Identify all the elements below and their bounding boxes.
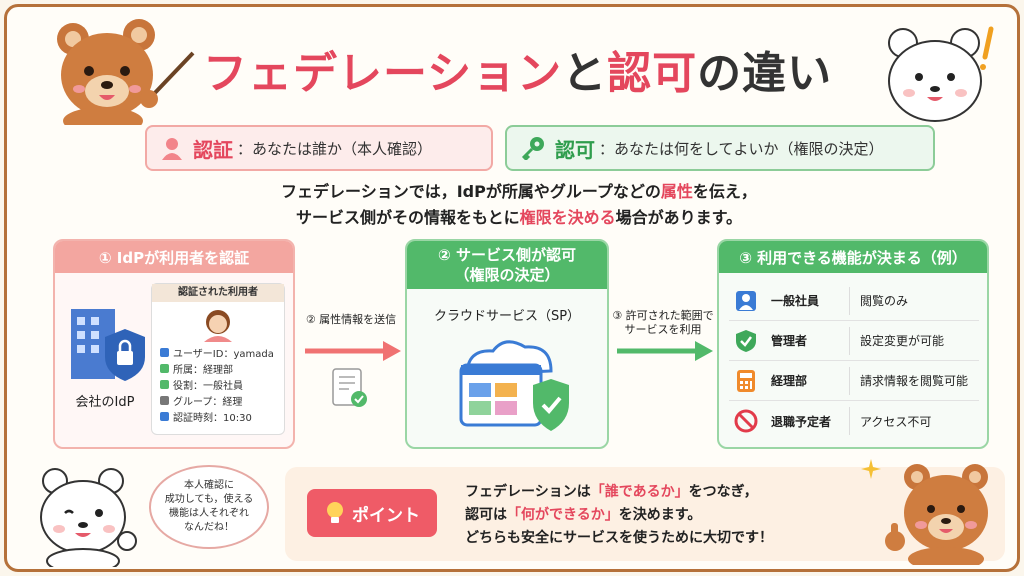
role-label: 管理者 [771, 334, 808, 348]
page-frame: フェデレーションと認可の違い 認証 ：あなたは誰か（本人確認） 認可 ：あなたは… [4, 4, 1020, 572]
sparkle-icon [861, 459, 881, 479]
idp-label: 会社のIdP [75, 395, 135, 410]
user-field-list: ユーザーID：yamada 所属：経理部 役割：一般社員 グループ：経理 認証時… [152, 344, 284, 424]
authz-keyword: 認可 [555, 137, 595, 162]
permission-label: 閲覧のみ [860, 294, 909, 308]
point-label: ポイント [307, 489, 437, 537]
building-icon [71, 309, 145, 381]
speech-bubble: 本人確認に成功しても，使える 機能は人それぞれなんだね！ [149, 465, 269, 549]
person-icon [736, 290, 756, 311]
role-label: 退職予定者 [771, 414, 832, 429]
step2-panel: ② サービス側が認可（権限の決定） クラウドサービス（SP） [405, 239, 609, 449]
arrow-right-icon [305, 341, 401, 361]
cloud-service-icon [459, 340, 569, 431]
bear-thumbs-up-illustration [885, 464, 988, 565]
person-icon [162, 138, 182, 160]
user-card: 認証された利用者 ユーザーID：yamada 所属：経理部 役割：一般社員 グル… [151, 283, 285, 435]
white-bear-illustration [888, 26, 994, 122]
user-icon [160, 347, 169, 357]
step3-panel: ③ 利用できる機能が決まる（例） 一般社員 閲覧のみ 管理者 設定変更が可能 経… [717, 239, 989, 449]
intro-text: フェデレーションでは，IdPが所属やグループなどの属性を伝え， サービス側がその… [281, 182, 757, 227]
point-box: ポイント フェデレーションは「誰であるか」をつなぎ， 認可は「何ができるか」を決… [285, 459, 1005, 561]
authorization-definition: 認可 ：あなたは何をしてよいか（権限の決定） [505, 125, 935, 171]
group-icon [160, 395, 169, 405]
permission-label: 設定変更が可能 [860, 334, 945, 348]
user-field-role: 役割：一般社員 [152, 376, 284, 392]
authn-keyword: 認証 [193, 137, 233, 162]
arrow1-label: ② 属性情報を送信 [305, 313, 397, 326]
role-label: 一般社員 [771, 294, 820, 308]
permission-row: 経理部 請求情報を閲覧可能 [729, 361, 979, 401]
time-icon [160, 411, 169, 421]
authz-text: ：あなたは何をしてよいか（権限の決定） [599, 139, 884, 158]
step1-panel: ① IdPが利用者を認証 会社のIdP 認証された利用者 ユーザーID：yama… [53, 239, 295, 449]
point-text: フェデレーションは「誰であるか」をつなぎ， 認可は「何ができるか」を決めます。 … [465, 484, 773, 546]
permission-label: アクセス不可 [860, 414, 932, 429]
arrow-right-icon [617, 341, 713, 361]
white-bear-thumbs-up-illustration [40, 468, 137, 567]
avatar [204, 310, 232, 342]
step3-header: ③ 利用できる機能が決まる（例） [719, 241, 987, 273]
document-certificate-icon [332, 368, 367, 407]
arrow2-label: ③ 許可された範囲でサービスを利用 [612, 309, 714, 336]
service-label: クラウドサービス（SP） [433, 309, 581, 324]
user-card-title: 認証された利用者 [152, 284, 284, 302]
lightbulb-icon [327, 502, 343, 523]
permission-label: 請求情報を閲覧可能 [860, 374, 969, 388]
role-label: 経理部 [771, 374, 808, 388]
shield-check-icon [736, 329, 756, 352]
page-title: フェデレーションと認可の違い [203, 48, 833, 99]
user-field-group: グループ：経理 [152, 392, 284, 408]
user-field-dept: 所属：経理部 [152, 360, 284, 376]
authentication-definition: 認証 ：あなたは誰か（本人確認） [145, 125, 493, 171]
step2-header: ② サービス側が認可（権限の決定） [407, 241, 607, 289]
calculator-icon [737, 369, 755, 392]
step1-header: ① IdPが利用者を認証 [55, 241, 293, 273]
authn-text: ：あなたは誰か（本人確認） [237, 139, 433, 158]
user-field-time: 認証時刻：10:30 [152, 408, 284, 424]
permission-row: 退職予定者 アクセス不可 [729, 401, 979, 441]
permission-row: 管理者 設定変更が可能 [729, 321, 979, 361]
key-icon [521, 137, 544, 160]
role-icon [160, 379, 169, 389]
prohibited-icon [734, 409, 758, 433]
bear-teacher-illustration [57, 19, 195, 125]
permission-row: 一般社員 閲覧のみ [729, 281, 979, 321]
dept-icon [160, 363, 169, 373]
user-field-userid: ユーザーID：yamada [152, 344, 284, 360]
